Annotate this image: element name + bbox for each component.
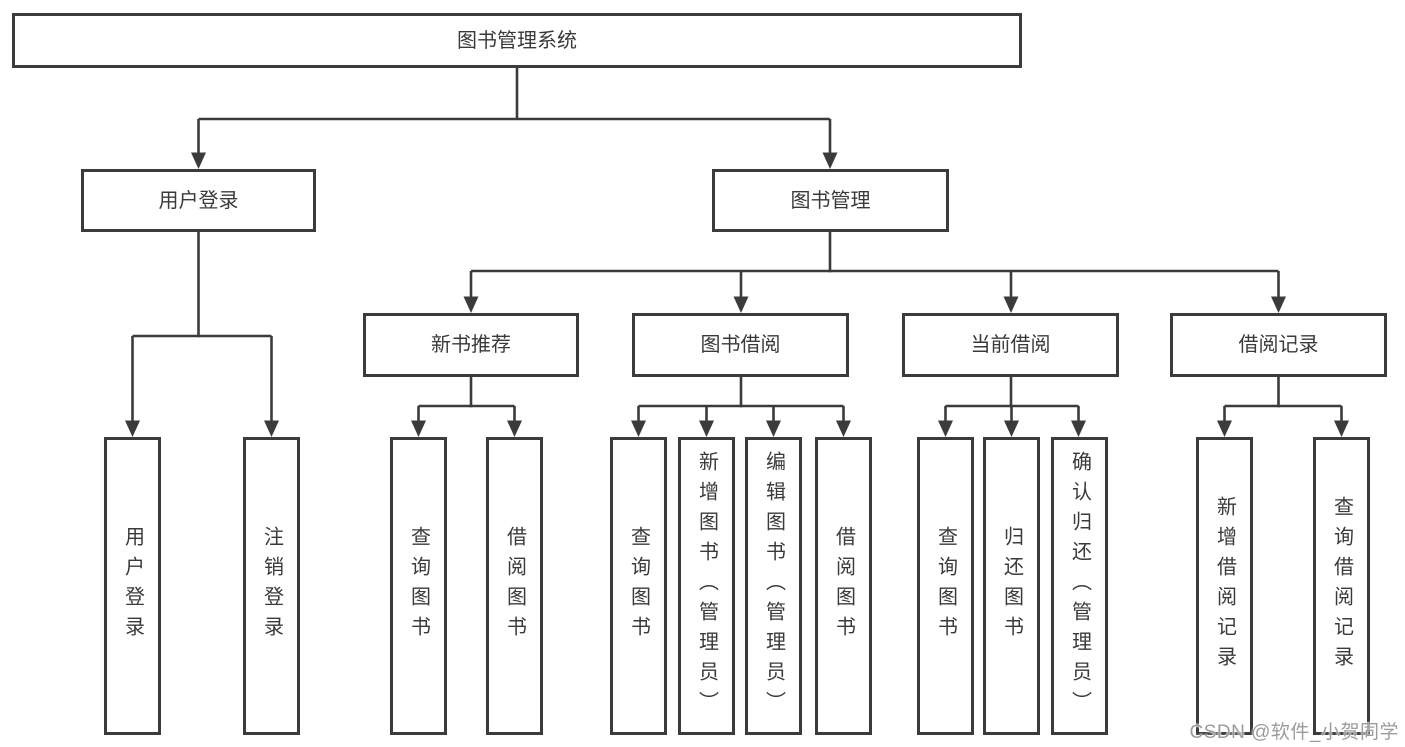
leaf-return-book: 归还图书 <box>983 437 1040 735</box>
watermark-text: CSDN @软件_小贺同学 <box>1189 722 1399 743</box>
arrowhead-down-icon <box>733 296 749 313</box>
connector-records-to-leaves <box>1217 377 1349 437</box>
arrowhead-down-icon <box>631 420 646 437</box>
arrowhead-down-icon <box>411 420 426 437</box>
arrowhead-down-icon <box>822 152 838 169</box>
connector-bookmgmt-to-level2 <box>463 232 1286 313</box>
arrowhead-down-icon <box>264 420 279 437</box>
node-borrow-records: 借阅记录 <box>1170 313 1387 377</box>
connector-userlogin-to-leaves <box>125 232 279 437</box>
arrowhead-down-icon <box>463 296 479 313</box>
arrowhead-down-icon <box>507 420 522 437</box>
leaf-query-borrow-record: 查询借阅记录 <box>1313 437 1370 735</box>
arrowhead-down-icon <box>938 420 953 437</box>
leaf-query-book-current: 查询图书 <box>917 437 974 735</box>
arrowhead-down-icon <box>1217 420 1232 437</box>
arrowhead-down-icon <box>1334 420 1349 437</box>
arrowhead-down-icon <box>1271 296 1286 313</box>
arrowhead-down-icon <box>125 420 140 437</box>
arrowhead-down-icon <box>766 420 781 437</box>
arrowhead-down-icon <box>699 420 714 437</box>
leaf-query-book-recommend: 查询图书 <box>390 437 447 735</box>
leaf-user-login: 用户登录 <box>104 437 161 735</box>
node-book-borrow: 图书借阅 <box>632 313 849 377</box>
node-root-system: 图书管理系统 <box>12 13 1022 68</box>
leaf-borrow-book-recommend: 借阅图书 <box>486 437 543 735</box>
node-current-borrow: 当前借阅 <box>902 313 1119 377</box>
node-new-book-recommend: 新书推荐 <box>363 313 579 377</box>
leaf-borrow-book: 借阅图书 <box>815 437 872 735</box>
arrowhead-down-icon <box>1004 420 1019 437</box>
arrowhead-down-icon <box>1003 296 1019 313</box>
arrowhead-down-icon <box>191 152 206 169</box>
leaf-logout: 注销登录 <box>243 437 300 735</box>
leaf-confirm-return-admin: 确认归还（管理员） <box>1051 437 1108 735</box>
leaf-edit-book-admin: 编辑图书（管理员） <box>745 437 802 735</box>
arrowhead-down-icon <box>836 420 851 437</box>
leaf-add-book-admin: 新增图书（管理员） <box>678 437 735 735</box>
connector-root-to-level1 <box>191 68 838 169</box>
leaf-add-borrow-record: 新增借阅记录 <box>1196 437 1253 735</box>
node-user-login-group: 用户登录 <box>81 169 316 232</box>
arrowhead-down-icon <box>1071 420 1086 437</box>
node-book-management-group: 图书管理 <box>712 169 949 232</box>
connector-borrow-to-leaves <box>631 377 851 437</box>
connector-newbook-to-leaves <box>411 377 522 437</box>
connector-current-to-leaves <box>938 377 1086 437</box>
leaf-query-book-borrow: 查询图书 <box>610 437 667 735</box>
